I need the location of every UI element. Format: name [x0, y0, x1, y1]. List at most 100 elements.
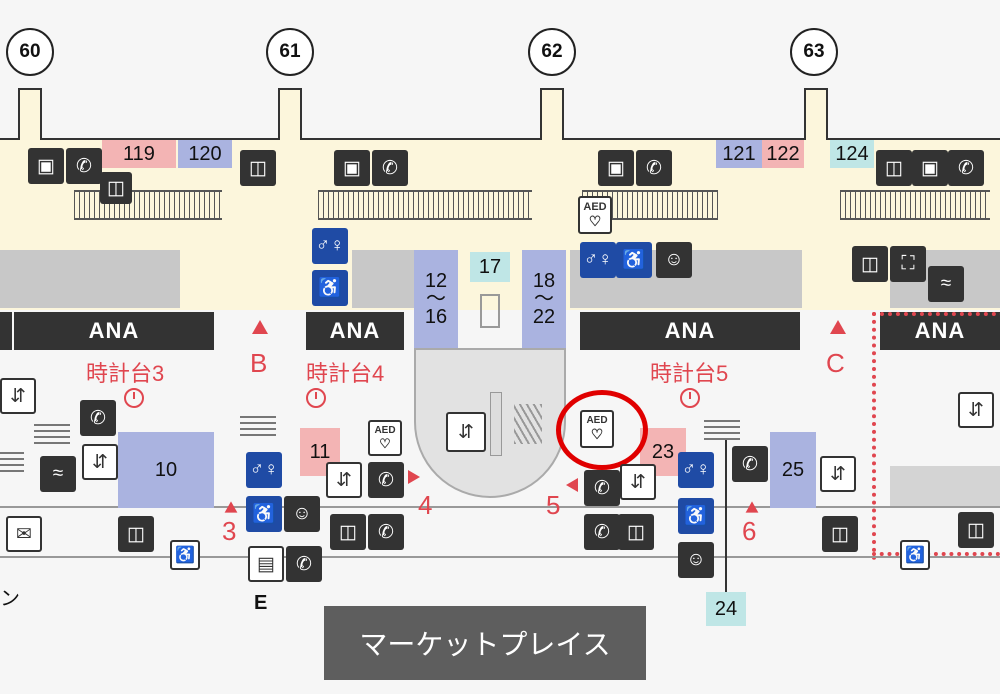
atm-icon: ▣: [28, 148, 64, 184]
baggage-cart-icon: ◫: [876, 150, 912, 186]
elevator-icon: ⇵: [958, 392, 994, 428]
ana-bar-0: [0, 312, 12, 350]
clock-tower-5-label: 時計台5: [650, 361, 729, 386]
elevator-icon: ⇵: [620, 464, 656, 500]
baggage-cart-icon: ◫: [958, 512, 994, 548]
entrance-4-arrow: [408, 470, 420, 484]
entrance-e-label: E: [254, 592, 268, 614]
escalator-icon: [514, 404, 542, 444]
baggage-cart-icon: ◫: [618, 514, 654, 550]
gate-63-marker: 63: [790, 28, 838, 76]
partial-label: ン: [0, 588, 20, 610]
service-band-2: [352, 250, 414, 308]
escalator-icon: [490, 392, 502, 456]
phone-icon: ✆: [732, 446, 768, 482]
restroom-icon: ♂♀: [678, 452, 714, 488]
phone-icon: ✆: [368, 514, 404, 550]
phone-icon: ✆: [584, 514, 620, 550]
phone-icon: ✆: [368, 462, 404, 498]
aed-icon: AED♡: [578, 196, 612, 234]
escalator-icon: [34, 424, 70, 444]
elevator-icon: ⇵: [0, 378, 36, 414]
escalator-icon: [704, 420, 740, 440]
baggage-cart-icon: ◫: [852, 246, 888, 282]
counter-119: 119: [102, 140, 176, 168]
phone-icon: ✆: [286, 546, 322, 582]
entrance-5-label: 5: [546, 490, 561, 520]
baby-room-icon: ☺: [284, 496, 320, 532]
highlight-circle: [556, 390, 648, 470]
phone-icon: ✆: [80, 400, 116, 436]
entrance-6-arrow: [745, 501, 759, 513]
elevator-icon: ⇵: [326, 462, 362, 498]
wheelchair-icon: ♿: [900, 540, 930, 570]
gate-63-bridge: [804, 88, 828, 140]
elevator-icon: ⇵: [82, 444, 118, 480]
elevator-icon: ⇵: [446, 412, 486, 452]
entrance-6-label: 6: [742, 516, 757, 546]
baggage-cart-icon: ◫: [100, 172, 132, 204]
entrance-3-label: 3: [222, 516, 237, 546]
mailbox-icon: ✉: [6, 516, 42, 552]
counter-17: 17: [470, 252, 510, 282]
phone-icon: ✆: [584, 470, 620, 506]
baggage-cart-icon: ◫: [330, 514, 366, 550]
marketplace-block[interactable]: マーケットプレイス: [324, 606, 646, 680]
entrance-4-label: 4: [418, 490, 433, 520]
security-gate: [480, 294, 500, 328]
counter-10: 10: [118, 432, 214, 508]
seating-row-4: [840, 190, 990, 220]
phone-icon: ✆: [66, 148, 102, 184]
lounge-icon: ⛶: [890, 246, 926, 282]
atm-icon: ▣: [598, 150, 634, 186]
entrance-c-arrow: [830, 320, 846, 334]
clock-icon: [124, 388, 144, 408]
gate-60-bridge: [18, 88, 42, 140]
dotted-area-bottom: [872, 552, 1000, 556]
clock-tower-4-label: 時計台4: [306, 361, 385, 386]
ana-bar-1: ANA: [14, 312, 214, 350]
counter-24: 24: [706, 592, 746, 626]
clock-tower-3-label: 時計台3: [86, 361, 165, 386]
gate-62-marker: 62: [528, 28, 576, 76]
entrance-5-arrow: [566, 478, 578, 492]
smoking-area-icon: ≈: [928, 266, 964, 302]
ana-bar-2: ANA: [306, 312, 404, 350]
accessible-restroom-icon: ♿: [312, 270, 348, 306]
entrance-c-label: C: [826, 348, 845, 378]
service-band-1: [0, 250, 180, 308]
lower-walkway: [0, 506, 1000, 558]
ana-bar-3: ANA: [580, 312, 800, 350]
accessible-restroom-icon: ♿: [616, 242, 652, 278]
ana-bar-4: ANA: [880, 312, 1000, 350]
atm-icon: ▣: [912, 150, 948, 186]
entrance-b-label: B: [250, 348, 268, 378]
atm-icon: ▣: [334, 150, 370, 186]
phone-icon: ✆: [948, 150, 984, 186]
clock-icon: [680, 388, 700, 408]
baggage-cart-icon: ◫: [118, 516, 154, 552]
restroom-icon: ♂♀: [246, 452, 282, 488]
gate-61-bridge: [278, 88, 302, 140]
baggage-cart-icon: ◫: [822, 516, 858, 552]
gate-62-bridge: [540, 88, 564, 140]
phone-icon: ✆: [636, 150, 672, 186]
service-area: [890, 466, 1000, 506]
counter-122: 122: [762, 140, 804, 168]
wheelchair-icon: ♿: [170, 540, 200, 570]
counter-12-16: 12 〜 16: [414, 250, 458, 348]
counter-121: 121: [716, 140, 762, 168]
accessible-restroom-icon: ♿: [678, 498, 714, 534]
accessible-restroom-icon: ♿: [246, 496, 282, 532]
phone-icon: ✆: [372, 150, 408, 186]
gate-60-marker: 60: [6, 28, 54, 76]
smoking-area-icon: ≈: [40, 456, 76, 492]
seating-row-1: [74, 190, 222, 220]
baby-room-icon: ☺: [678, 542, 714, 578]
restroom-icon: ♂♀: [312, 228, 348, 264]
counter-25: 25: [770, 432, 816, 508]
seating-row-2: [318, 190, 532, 220]
baby-room-icon: ☺: [656, 242, 692, 278]
dotted-area-boundary: [872, 312, 1000, 560]
